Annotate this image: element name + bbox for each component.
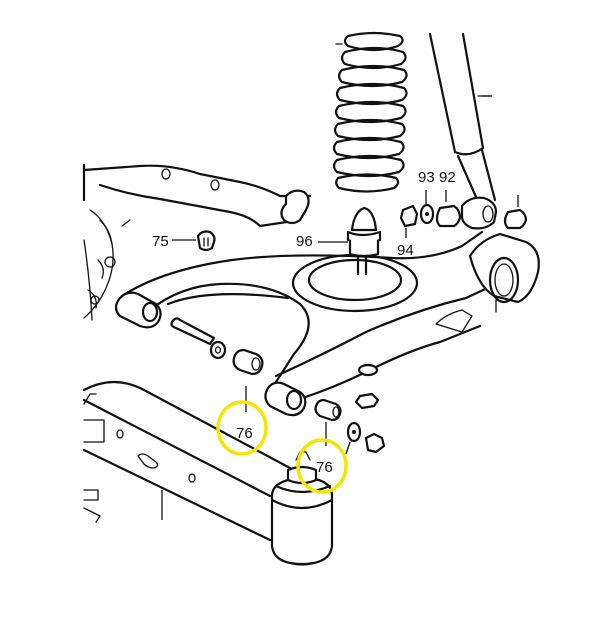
shock-absorber [428,32,498,230]
label-75: 75 [152,233,169,250]
label-92: 92 [439,169,456,186]
lower-fasteners [314,363,386,454]
subframe-crossmember [82,380,292,542]
shock-bushings [399,195,528,230]
body-frame [82,163,312,321]
part-96-bump-stop [346,206,382,276]
label-94: 94 [397,242,414,259]
callout-circle-76-lower [296,438,348,494]
label-76-lower: 76 [316,459,333,476]
part-75-clip [196,230,216,252]
part-labels: 93 92 94 96 75 76 76 [152,169,456,476]
leader-lines [172,95,492,455]
label-76-upper: 76 [236,425,253,442]
label-93: 93 [418,169,435,186]
subframe-mount [270,451,334,566]
part-76-bushing-lower [314,398,342,422]
part-76-bushing-upper [232,348,264,376]
highlight-callouts [216,400,348,494]
part-94-nut [399,204,419,228]
upper-bolt-assembly [170,317,264,376]
label-96: 96 [296,233,313,250]
coil-spring [332,31,408,193]
part-92-bushing [435,204,462,228]
callout-circle-76-upper [216,400,268,456]
